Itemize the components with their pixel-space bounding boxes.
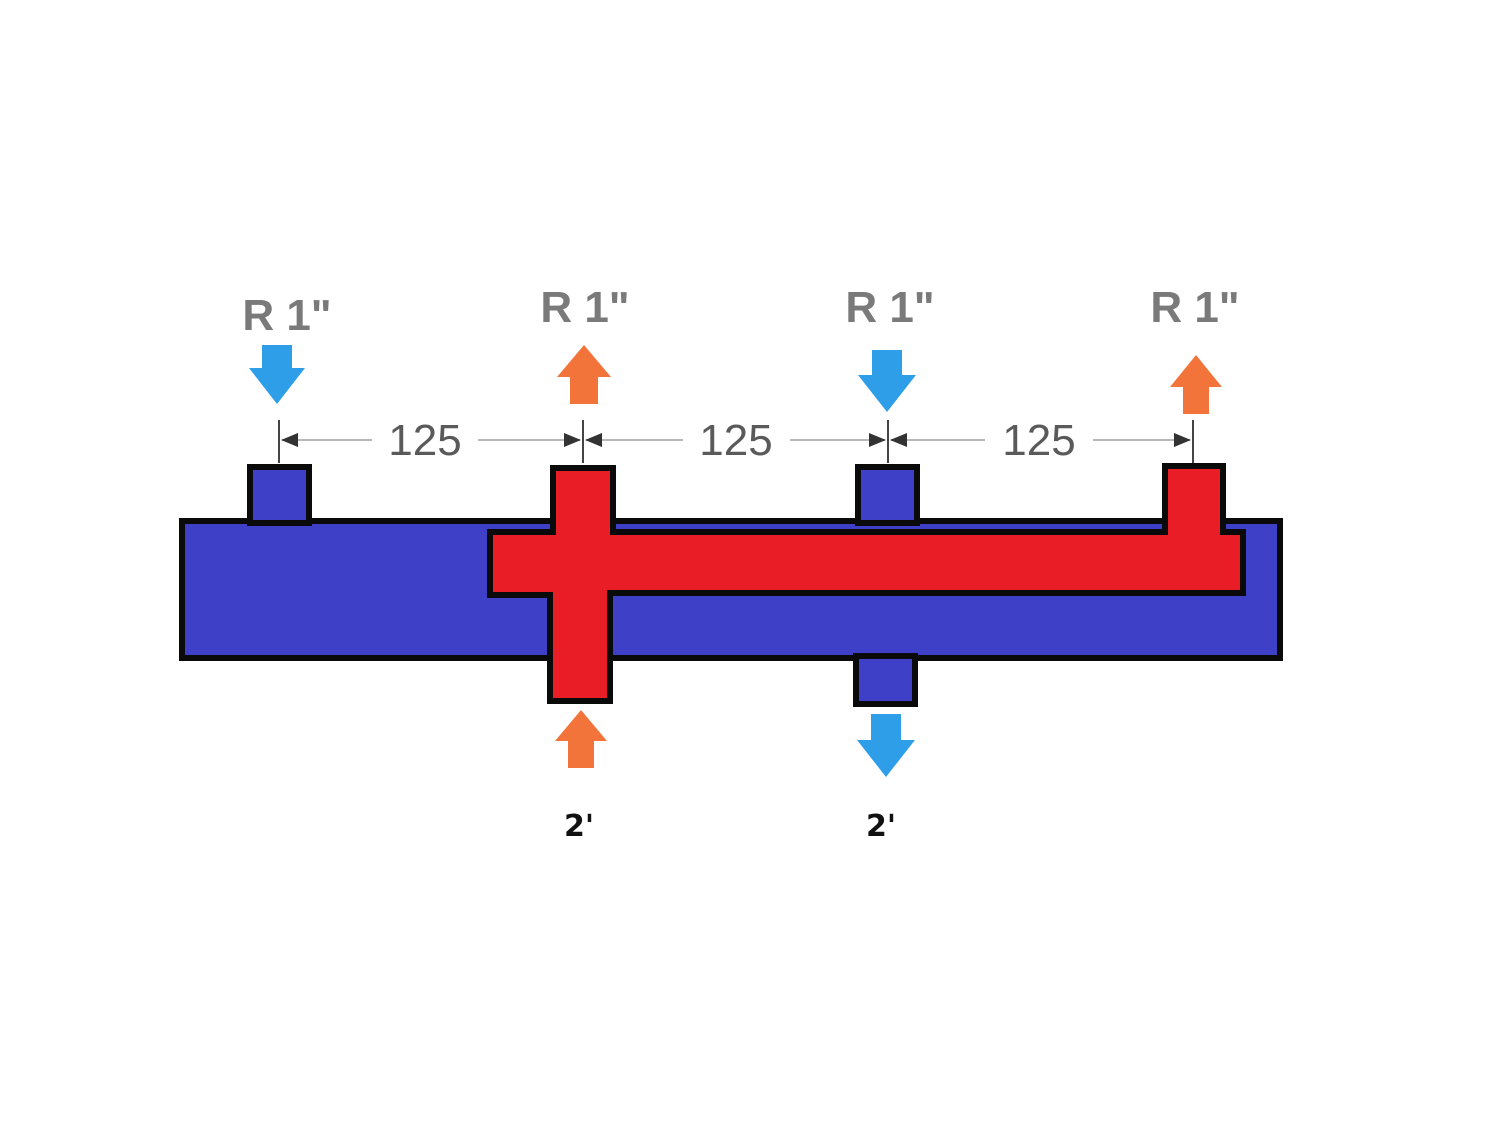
arrow-up-icon (1170, 355, 1222, 414)
arrow-down-icon (249, 345, 305, 404)
dim-arrowhead (869, 433, 886, 447)
port-label-top-1: R 1" (242, 291, 331, 340)
port-label-bottom-1: 2' (564, 809, 594, 844)
dimension-lines: 125 125 125 (278, 416, 1194, 465)
cold-nozzle-top-3 (855, 464, 920, 526)
dim-arrowhead (564, 433, 581, 447)
port-label-top-3: R 1" (845, 283, 934, 332)
dim-arrowhead (585, 433, 602, 447)
top-port-labels: R 1" R 1" R 1" R 1" (242, 283, 1239, 340)
arrow-down-icon (857, 714, 915, 777)
dimension-label-1: 125 (388, 416, 461, 465)
port-label-top-2: R 1" (540, 283, 629, 332)
cold-nozzle-bottom-2 (853, 653, 918, 707)
dimension-label-2: 125 (699, 416, 772, 465)
dim-arrowhead (890, 433, 907, 447)
flow-arrows (249, 345, 1222, 777)
arrow-down-icon (858, 350, 916, 412)
port-label-bottom-2: 2' (866, 809, 896, 844)
arrow-up-icon (557, 345, 611, 404)
bottom-port-labels: 2' 2' (564, 809, 896, 844)
hot-channel-inner (500, 541, 1234, 585)
cold-nozzle-top-1 (247, 464, 312, 526)
dimension-label-3: 125 (1002, 416, 1075, 465)
arrow-up-icon (555, 710, 607, 768)
dim-arrowhead (1174, 433, 1191, 447)
hot-circuit (487, 463, 1246, 704)
dim-arrowhead (281, 433, 298, 447)
port-label-top-4: R 1" (1150, 283, 1239, 332)
